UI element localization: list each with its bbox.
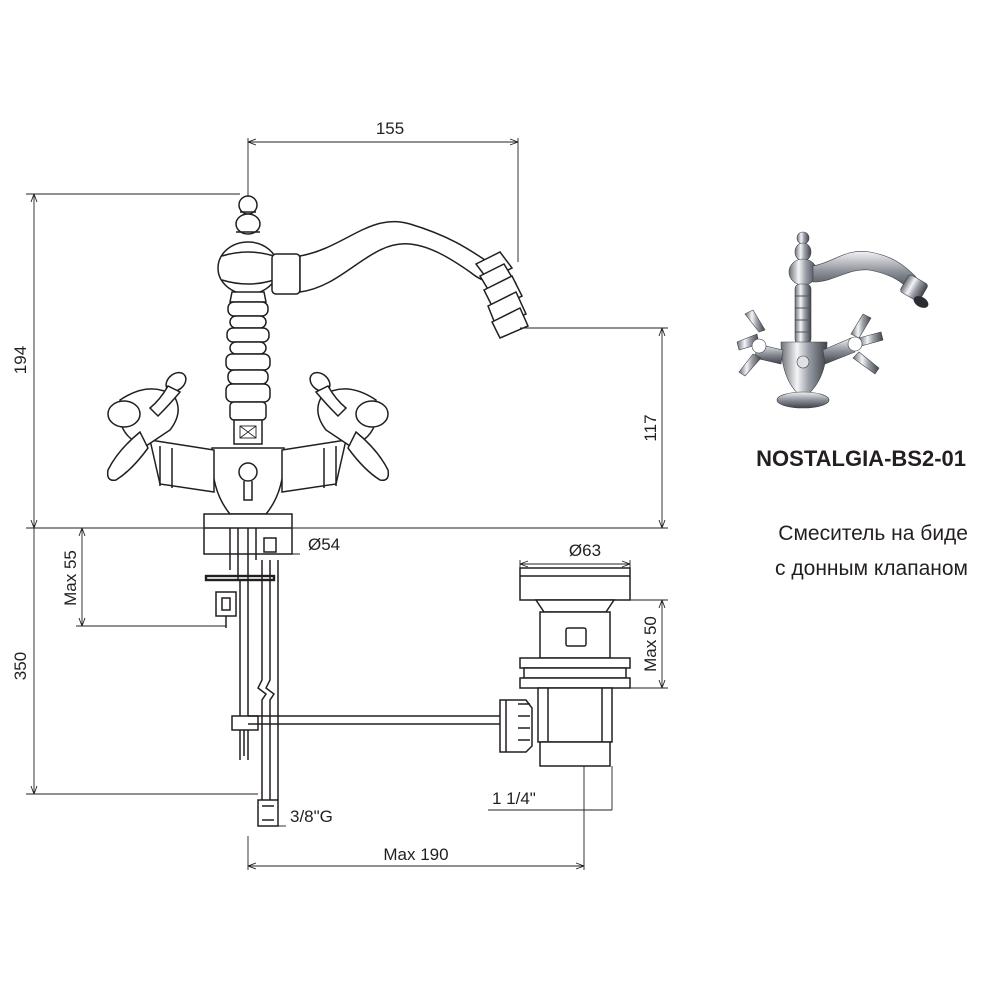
left-cross-handle <box>106 371 215 493</box>
dim-spout-reach: 155 <box>376 119 404 138</box>
spout-aerator <box>474 251 529 339</box>
dim-base-diameter: Ø54 <box>308 535 340 554</box>
dim-waste-thread: 1 1/4" <box>492 789 536 808</box>
dim-max-deck-thickness: Max 55 <box>61 550 80 606</box>
dim-total-height: 194 <box>11 346 30 374</box>
faucet-drawing <box>106 195 529 827</box>
waste-valve-drawing <box>248 567 631 767</box>
dim-hose-thread: 3/8"G <box>290 807 333 826</box>
dim-hose-length: 350 <box>11 652 30 680</box>
product-description-line2: с донным клапаном <box>775 557 968 580</box>
product-photo <box>736 231 929 409</box>
dim-waste-max: Max 50 <box>641 616 660 672</box>
dim-waste-diameter: Ø63 <box>569 541 601 560</box>
dimension-lines <box>26 138 668 870</box>
dim-rod-max: Max 190 <box>383 845 448 864</box>
product-model-title: NOSTALGIA-BS2-01 <box>756 446 966 471</box>
product-description-line1: Смеситель на биде <box>778 522 968 545</box>
right-cross-handle <box>281 371 390 493</box>
dim-spout-height: 117 <box>641 414 660 441</box>
